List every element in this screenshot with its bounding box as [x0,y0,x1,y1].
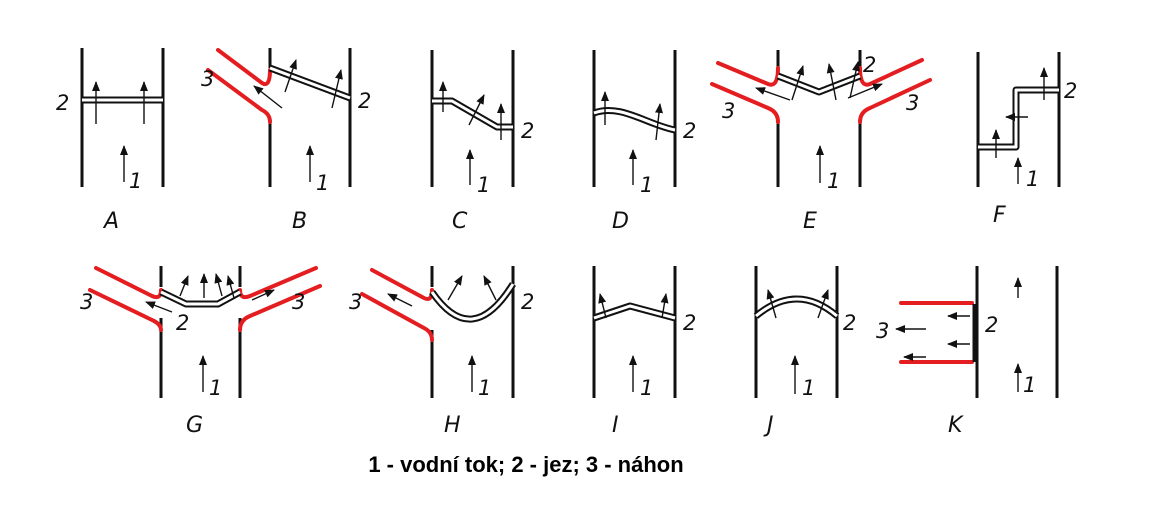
canal-bank [370,268,434,301]
panel-caption: I [612,413,619,438]
canal-bank [238,284,322,332]
label-river: 1 [827,169,840,193]
label-weir: 2 [863,53,876,77]
canal-bank [716,61,780,87]
label-river: 1 [1023,373,1036,397]
panel-caption: G [186,413,203,438]
label-weir: 2 [985,313,998,337]
canal-flow-arrow [755,87,791,101]
label-weir: 2 [843,311,856,335]
canal-bank [94,266,163,300]
panel-caption: F [993,203,1006,228]
flow-arrow [179,275,189,297]
canal-bank [858,78,932,124]
canal-bank [88,288,163,332]
label-canal: 3 [292,290,305,314]
panel-I: 2 1 I [592,266,696,438]
label-weir: 2 [358,89,371,113]
flow-arrow [284,59,297,93]
label-weir: 2 [683,119,696,143]
label-canal: 3 [722,99,735,123]
label-canal: 3 [876,319,889,343]
label-weir: 2 [176,311,189,335]
flow-arrow [331,69,343,109]
panel-caption: D [612,209,629,234]
panel-J: 2 1 J [753,266,856,438]
label-river: 1 [640,173,653,197]
label-weir: 2 [56,91,69,115]
label-canal: 3 [906,91,919,115]
panel-B: 3 2 1 B [201,48,371,234]
label-weir: 2 [683,311,696,335]
flow-arrow [468,94,485,126]
canal-flow-arrow [251,289,275,301]
panel-F: 2 1 F [976,52,1077,228]
weir [978,86,1059,151]
panel-caption: K [948,413,964,438]
label-river: 1 [316,171,329,195]
flow-arrow [598,293,607,319]
canal-bank [216,48,272,87]
canal-flow-arrow [387,293,413,307]
panel-G: 3 2 3 1 G [80,266,322,438]
label-river: 1 [209,376,222,400]
flow-arrow [766,289,777,319]
canal-bank [238,266,318,300]
flow-arrow [849,61,860,99]
panel-caption: A [102,209,119,234]
label-weir: 2 [1064,79,1077,103]
canal-bank [710,82,780,124]
panel-caption: J [763,413,774,438]
flow-arrow [214,273,223,297]
panel-caption: B [292,209,307,234]
flow-arrow [817,289,829,319]
panel-E: 3 2 3 1 E [710,50,932,234]
flow-arrow [447,275,463,301]
panel-caption: E [803,209,817,234]
canal-flow-arrow [847,83,883,99]
panel-caption: H [444,413,461,438]
canal-bank [206,68,272,124]
label-canal: 3 [201,67,214,91]
label-river: 1 [802,376,815,400]
panel-A: 2 1 A [56,48,165,234]
flow-arrow [655,103,663,141]
canal-bank [360,292,434,342]
label-river: 1 [1026,167,1039,191]
panel-D: 2 1 D [592,50,696,234]
flow-arrow [791,65,805,101]
label-river: 1 [640,376,653,400]
panel-caption: C [452,209,468,234]
label-river: 1 [477,173,490,197]
label-weir: 2 [521,119,534,143]
canal-flow-arrow [145,301,173,313]
canal-bank [858,58,924,87]
label-canal: 3 [349,290,362,314]
panel-K: 3 2 1 K [876,266,1059,438]
flow-arrow [483,275,497,301]
panel-H: 3 2 1 H [349,266,534,438]
canal-flow-arrow [253,85,283,109]
panel-C: 2 1 C [430,50,534,234]
flow-arrow [660,293,669,319]
label-canal: 3 [80,290,93,314]
flow-arrow [826,63,837,101]
label-weir: 2 [521,290,534,314]
label-river: 1 [478,376,491,400]
weir [776,72,862,96]
flow-arrow [226,275,235,299]
label-river: 1 [129,169,142,193]
legend: 1 - vodní tok; 2 - jez; 3 - náhon [368,452,684,477]
